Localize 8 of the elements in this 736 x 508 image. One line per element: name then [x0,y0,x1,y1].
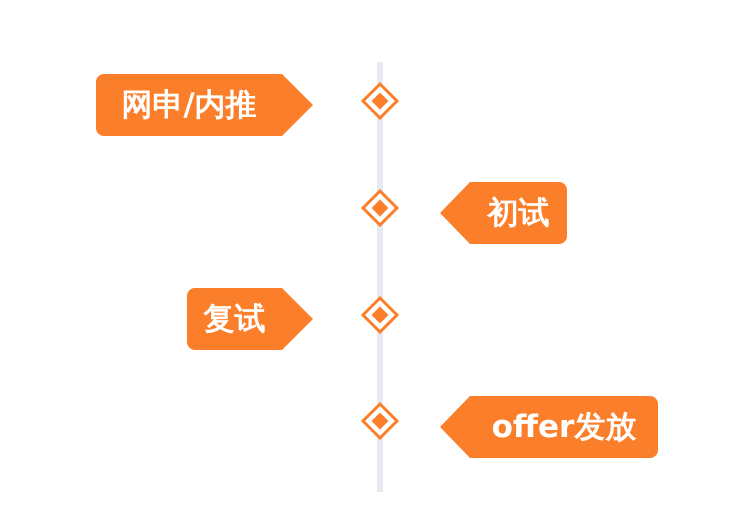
arrow-tag: offer发放 [440,396,658,458]
diamond-marker [361,189,399,227]
arrow-tag: 初试 [440,182,567,244]
diamond-marker [361,402,399,440]
diamond-marker [361,296,399,334]
diamond-marker [361,82,399,120]
arrow-tag: 复试 [187,288,313,350]
arrow-tag: 网申/内推 [96,74,313,136]
